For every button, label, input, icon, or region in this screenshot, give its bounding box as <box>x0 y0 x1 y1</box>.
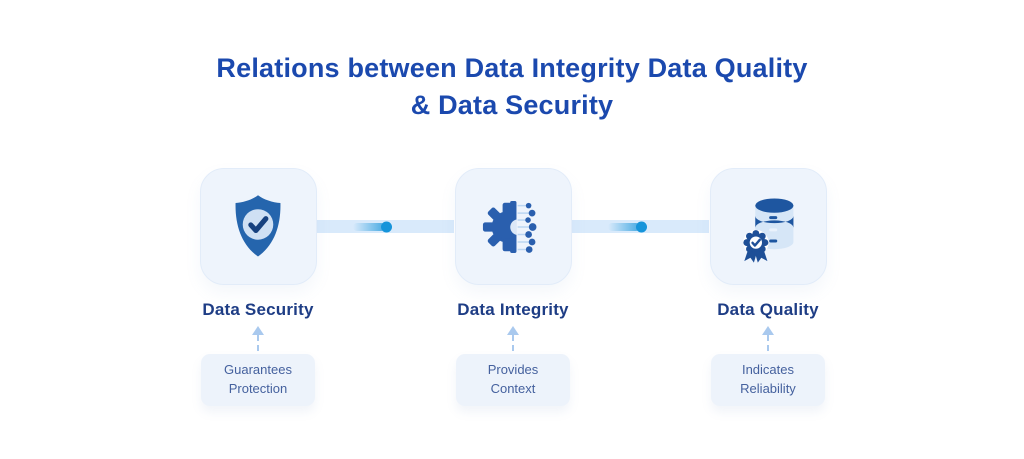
arrow-dashed-shaft <box>767 335 769 351</box>
data-quality-caption-text: Indicates Reliability <box>740 361 796 399</box>
caption-line: Guarantees <box>224 362 292 377</box>
connector-line-2 <box>572 220 709 233</box>
database-award-icon <box>731 190 805 264</box>
pulse-trail-1 <box>353 222 385 231</box>
page-title: Relations between Data Integrity Data Qu… <box>0 50 1024 124</box>
data-integrity-label: Data Integrity <box>457 300 569 319</box>
data-quality-caption-box: Indicates Reliability <box>711 354 825 406</box>
data-security-caption-text: Guarantees Protection <box>224 361 292 399</box>
pulse-dot-1 <box>381 221 392 232</box>
data-security-caption-box: Guarantees Protection <box>201 354 315 406</box>
up-arrow-1 <box>252 326 264 351</box>
caption-line: Indicates <box>741 362 795 377</box>
caption-line: Reliability <box>740 380 796 396</box>
caption-line: Context <box>490 380 536 396</box>
data-quality-card <box>709 168 827 285</box>
data-integrity-card <box>454 168 572 285</box>
arrow-head-icon <box>507 326 519 335</box>
node-data-integrity: Data Integrity Provides Context <box>433 168 593 406</box>
page-title-line1: Relations between Data Integrity Data Qu… <box>216 53 808 83</box>
arrow-dashed-shaft <box>512 335 514 351</box>
data-security-card <box>199 168 317 285</box>
caption-line: Protection <box>228 380 288 396</box>
connector-line-1 <box>317 220 454 233</box>
pulse-dot-2 <box>636 221 647 232</box>
gear-data-icon <box>476 190 550 264</box>
caption-line: Provides <box>487 362 539 377</box>
arrow-head-icon <box>252 326 264 335</box>
arrow-dashed-shaft <box>257 335 259 351</box>
pulse-trail-2 <box>608 222 640 231</box>
data-integrity-caption-text: Provides Context <box>488 361 539 399</box>
node-data-quality: Data Quality Indicates Reliability <box>688 168 848 406</box>
page-title-line2: & Data Security <box>410 90 614 120</box>
up-arrow-3 <box>762 326 774 351</box>
data-quality-label: Data Quality <box>717 300 819 319</box>
shield-check-icon <box>221 190 295 264</box>
arrow-head-icon <box>762 326 774 335</box>
up-arrow-2 <box>507 326 519 351</box>
data-security-label: Data Security <box>202 300 314 319</box>
data-integrity-caption-box: Provides Context <box>456 354 570 406</box>
node-data-security: Data Security Guarantees Protection <box>178 168 338 406</box>
